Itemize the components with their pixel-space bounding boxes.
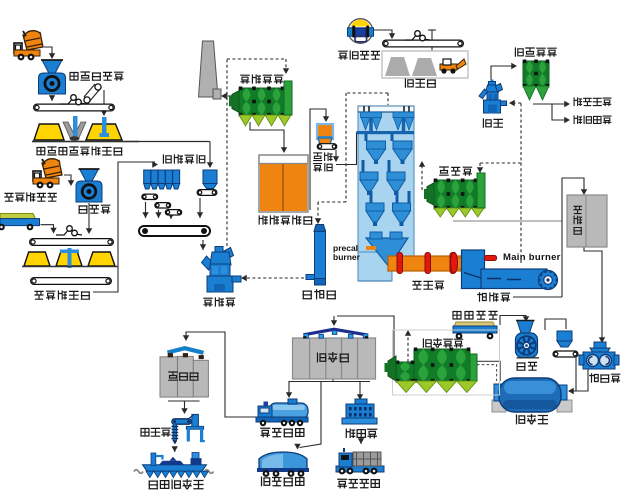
svg-text:precal: precal xyxy=(333,243,358,253)
svg-text:burner: burner xyxy=(333,252,361,262)
svg-text:Main burner: Main burner xyxy=(503,252,561,263)
